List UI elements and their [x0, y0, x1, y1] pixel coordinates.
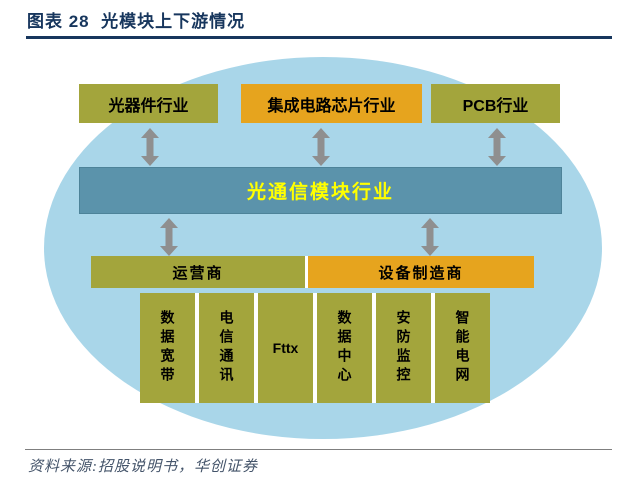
- title-divider: [26, 36, 612, 39]
- core-band-optical-module-industry: 光通信模块行业: [79, 167, 562, 214]
- channel-box-equipment-manufacturers: 设备制造商: [308, 256, 534, 288]
- app-box-data-broadband: 数据宽带: [140, 293, 195, 403]
- upstream-box-ic-chip-industry: 集成电路芯片行业: [241, 84, 422, 123]
- double-arrow-icon: [312, 128, 330, 166]
- app-box-smart-grid: 智能电网: [435, 293, 490, 403]
- source-note: 资料来源:招股说明书，华创证券: [28, 459, 258, 475]
- app-box-data-center: 数据中心: [317, 293, 372, 403]
- app-box-fttx: Fttx: [258, 293, 313, 403]
- channel-row: 运营商 设备制造商: [91, 256, 534, 288]
- double-arrow-icon: [141, 128, 159, 166]
- double-arrow-icon: [421, 218, 439, 256]
- applications-strip: 数据宽带 电信通讯 Fttx 数据中心 安防监控 智能电网: [140, 293, 490, 403]
- app-box-security-surveillance: 安防监控: [376, 293, 431, 403]
- app-box-telecom: 电信通讯: [199, 293, 254, 403]
- footer-divider: [25, 449, 612, 450]
- double-arrow-icon: [160, 218, 178, 256]
- double-arrow-icon: [488, 128, 506, 166]
- upstream-box-optical-devices: 光器件行业: [79, 84, 218, 123]
- upstream-box-pcb-industry: PCB行业: [431, 84, 560, 123]
- channel-box-operators: 运营商: [91, 256, 305, 288]
- figure-title: 图表 28 光模块上下游情况: [27, 12, 246, 31]
